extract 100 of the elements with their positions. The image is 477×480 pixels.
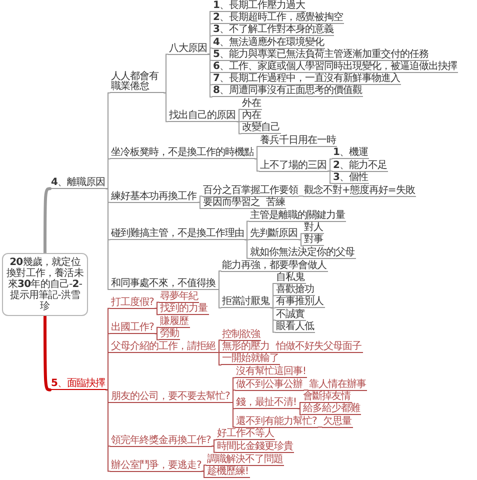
connector-line (212, 439, 216, 447)
topic-label: 先判斷原因 (249, 229, 298, 240)
connector-line (208, 48, 212, 55)
topic-label: 外在 (241, 98, 262, 110)
connector-line (304, 390, 308, 391)
connector-line (236, 121, 242, 122)
connector-line (164, 92, 168, 122)
branch-connector (44, 314, 52, 392)
connector-line (154, 308, 160, 316)
connector-line (328, 170, 332, 172)
branch-topic: 4、離職原因 (50, 178, 106, 190)
topic-label: 和同事處不來，不值得換 (110, 278, 216, 290)
topic-label: 不誠實 (275, 310, 306, 321)
connector-line (270, 307, 276, 308)
connector-line (254, 158, 260, 172)
branch-connector (44, 187, 52, 254)
connector-line (216, 352, 222, 366)
topic-label: 會斷掉友情 (302, 392, 352, 404)
connector-line (230, 402, 236, 428)
topic-label: 好工作不等人 (216, 429, 275, 440)
connector-line (106, 158, 110, 190)
topic-label: 無形的壓力 (221, 342, 270, 354)
topic-label: 父母介紹的工作，請拒絕 (110, 342, 216, 354)
topic-label: 控制欲強 (221, 330, 261, 341)
connector-line (298, 239, 304, 246)
topic-label: 碰到難搞主管，不是換工作理由 (110, 229, 245, 240)
topic-label: 要因而學習之 (202, 198, 261, 210)
connector-line (318, 426, 322, 428)
connector-line (154, 333, 160, 340)
topic-label: 拒當討厭鬼 (221, 297, 270, 308)
topic-label: 時間比金錢更珍貴 (216, 442, 294, 453)
connector-line (202, 470, 206, 478)
topic-label: 2、能力不足 (332, 160, 388, 172)
topic-label: 找出自己的原因 (168, 111, 236, 122)
topic-label: 自私鬼 (275, 272, 306, 284)
connector-line (198, 202, 202, 210)
topic-label: 尋夢年紀 (159, 292, 199, 303)
topic-label: 一開始就輸了 (221, 354, 280, 366)
connector-line (230, 390, 236, 403)
topic-label: 勞動 (159, 329, 180, 340)
topic-label: 內在 (241, 111, 262, 122)
connector-line (106, 188, 110, 290)
connector-line (212, 446, 216, 453)
connector-line (298, 408, 302, 416)
topic-label: 眼看人低 (275, 322, 315, 333)
connector-line (328, 158, 332, 172)
topic-label: 對人 (303, 223, 324, 234)
topic-label: 欠思量 (322, 416, 352, 428)
connector-line (164, 54, 168, 94)
connector-line (298, 402, 302, 410)
connector-line (270, 352, 276, 354)
connector-line (208, 54, 212, 98)
connector-line (106, 389, 110, 472)
topic-label: 賺履歷 (159, 316, 190, 328)
topic-label: 出國工作? (110, 323, 155, 334)
topic-label: 做不到公事公辦 (235, 380, 304, 391)
topic-label: 怕做不好失父母面子 (275, 342, 362, 354)
connector-line (216, 340, 222, 354)
topic-label: 找到的力量 (159, 304, 208, 316)
topic-label: 7、長期工作過程中，一直沒有新鮮事物進入 (212, 74, 401, 86)
connector-line (260, 208, 266, 210)
central-topic-box: 20幾歲，就定位換對工作，養活未來30年的自己-2-提示用筆記-洪雪珍 (2, 252, 88, 316)
topic-label: 上不了場的三因 (259, 160, 328, 172)
topic-label: 朋友的公司，要不要去幫忙? (110, 392, 231, 403)
topic-label: 8、周遭同事沒有正面思考的價值觀 (212, 86, 363, 98)
topic-label: 養兵千日用在一時 (259, 136, 337, 148)
connector-line (154, 302, 160, 309)
topic-label: 打工度假? (110, 298, 155, 309)
topic-label: 4、無法適應外在環境變化 (212, 38, 325, 49)
topic-label: 6、工作、家庭或個人學習同時出現變化，被逼迫做出抉擇 (212, 62, 458, 74)
topic-label: 對事 (303, 235, 324, 246)
topic-label: 就如你無法決定你的父母 (249, 248, 356, 259)
connector-line (244, 239, 250, 240)
topic-label: 觀念不對+態度再好=失敗 (303, 186, 416, 197)
connector-line (236, 121, 242, 134)
topic-label: 5、能力與專業已無法負荷主管逐漸加重交付的任務 (212, 50, 430, 61)
topic-label: 錢，最扯不清! (235, 398, 298, 410)
connector-line (236, 108, 242, 122)
connector-line (298, 196, 304, 197)
topic-label: 沒有幫忙這回事! (235, 367, 308, 378)
connector-line (216, 288, 222, 308)
connector-line (244, 239, 250, 259)
connector-line (244, 220, 250, 240)
topic-label: 有事推別人 (275, 297, 324, 308)
connector-line (202, 464, 206, 472)
topic-label: 八大原因 (168, 44, 208, 55)
topic-label: 3、個性 (332, 172, 369, 184)
topic-label: 調職解決不了問題 (206, 454, 284, 466)
connector-line (216, 270, 222, 290)
connector-line (106, 352, 110, 390)
connector-line (154, 326, 160, 334)
topic-label: 百分之百掌握工作要領 (202, 186, 299, 197)
connector-line (270, 307, 276, 333)
topic-label: 1、機運 (332, 148, 369, 160)
topic-label: 3、不了解工作對本身的意義 (212, 25, 334, 36)
topic-label: 靠人情在辦事 (308, 380, 367, 391)
topic-label: 人人都會有職業倦怠 (110, 72, 164, 94)
topic-label: 給多給少都難 (302, 404, 361, 416)
topic-label: 1、長期工作壓力過大 (212, 1, 306, 12)
branch-topic: 5、面臨抉擇 (50, 379, 106, 390)
